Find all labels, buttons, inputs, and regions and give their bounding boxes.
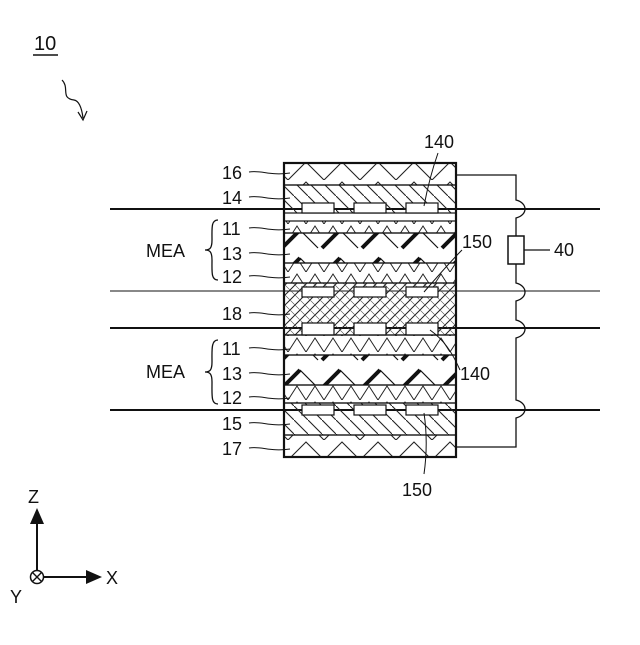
channel-140-mid-2 — [354, 323, 386, 335]
x-axis-arrowhead — [86, 570, 102, 584]
y-axis-label: Y — [10, 587, 22, 607]
label-13-top: 13 — [222, 244, 242, 264]
layer-12-bottom — [284, 385, 456, 403]
load-resistor — [508, 236, 524, 264]
label-140-mid: 140 — [460, 364, 490, 384]
channel-150-bottom-2 — [354, 405, 386, 415]
label-16: 16 — [222, 163, 242, 183]
mea-top-brace — [205, 220, 218, 280]
channel-140-mid-1 — [302, 323, 334, 335]
channel-150-mid-1 — [302, 287, 334, 297]
mea-bottom-brace — [205, 340, 218, 404]
label-11-bottom: 11 — [222, 339, 241, 359]
figure-pointer-curve — [62, 80, 83, 118]
layer-11-top — [284, 221, 456, 233]
label-15: 15 — [222, 414, 242, 434]
x-axis-label: X — [106, 568, 118, 588]
label-150-bottom: 150 — [402, 480, 432, 500]
channel-150-mid-3 — [406, 287, 438, 297]
left-label-group: 16 14 MEA 11 13 12 18 MEA 11 13 12 15 17 — [146, 163, 242, 459]
channel-140-top-2 — [354, 203, 386, 213]
layer-12-top — [284, 263, 456, 283]
channel-140-top-3 — [406, 203, 438, 213]
label-mea-top: MEA — [146, 241, 185, 261]
label-mea-bottom: MEA — [146, 362, 185, 382]
channel-150-mid-2 — [354, 287, 386, 297]
figure-number: 10 — [34, 33, 56, 55]
channel-140-top-1 — [302, 203, 334, 213]
layer-13-bottom — [284, 355, 456, 385]
label-140-top: 140 — [424, 132, 454, 152]
layer-13-top — [284, 233, 456, 263]
external-circuit — [456, 175, 550, 447]
z-axis-arrowhead — [30, 508, 44, 524]
layer-17 — [284, 435, 456, 457]
label-150-top: 150 — [462, 232, 492, 252]
label-14: 14 — [222, 188, 242, 208]
label-17: 17 — [222, 439, 242, 459]
stack-body — [284, 163, 456, 457]
label-11-top: 11 — [222, 219, 241, 239]
label-13-bottom: 13 — [222, 364, 242, 384]
coordinate-axes: Z X Y — [10, 487, 118, 607]
layer-16 — [284, 163, 456, 185]
channel-150-bottom-1 — [302, 405, 334, 415]
channel-150-bottom-3 — [406, 405, 438, 415]
channel-140-mid-3 — [406, 323, 438, 335]
label-40: 40 — [554, 240, 574, 260]
label-12-top: 12 — [222, 267, 242, 287]
label-18: 18 — [222, 304, 242, 324]
layer-11-bottom — [284, 335, 456, 355]
z-axis-label: Z — [28, 487, 39, 507]
label-12-bottom: 12 — [222, 388, 242, 408]
